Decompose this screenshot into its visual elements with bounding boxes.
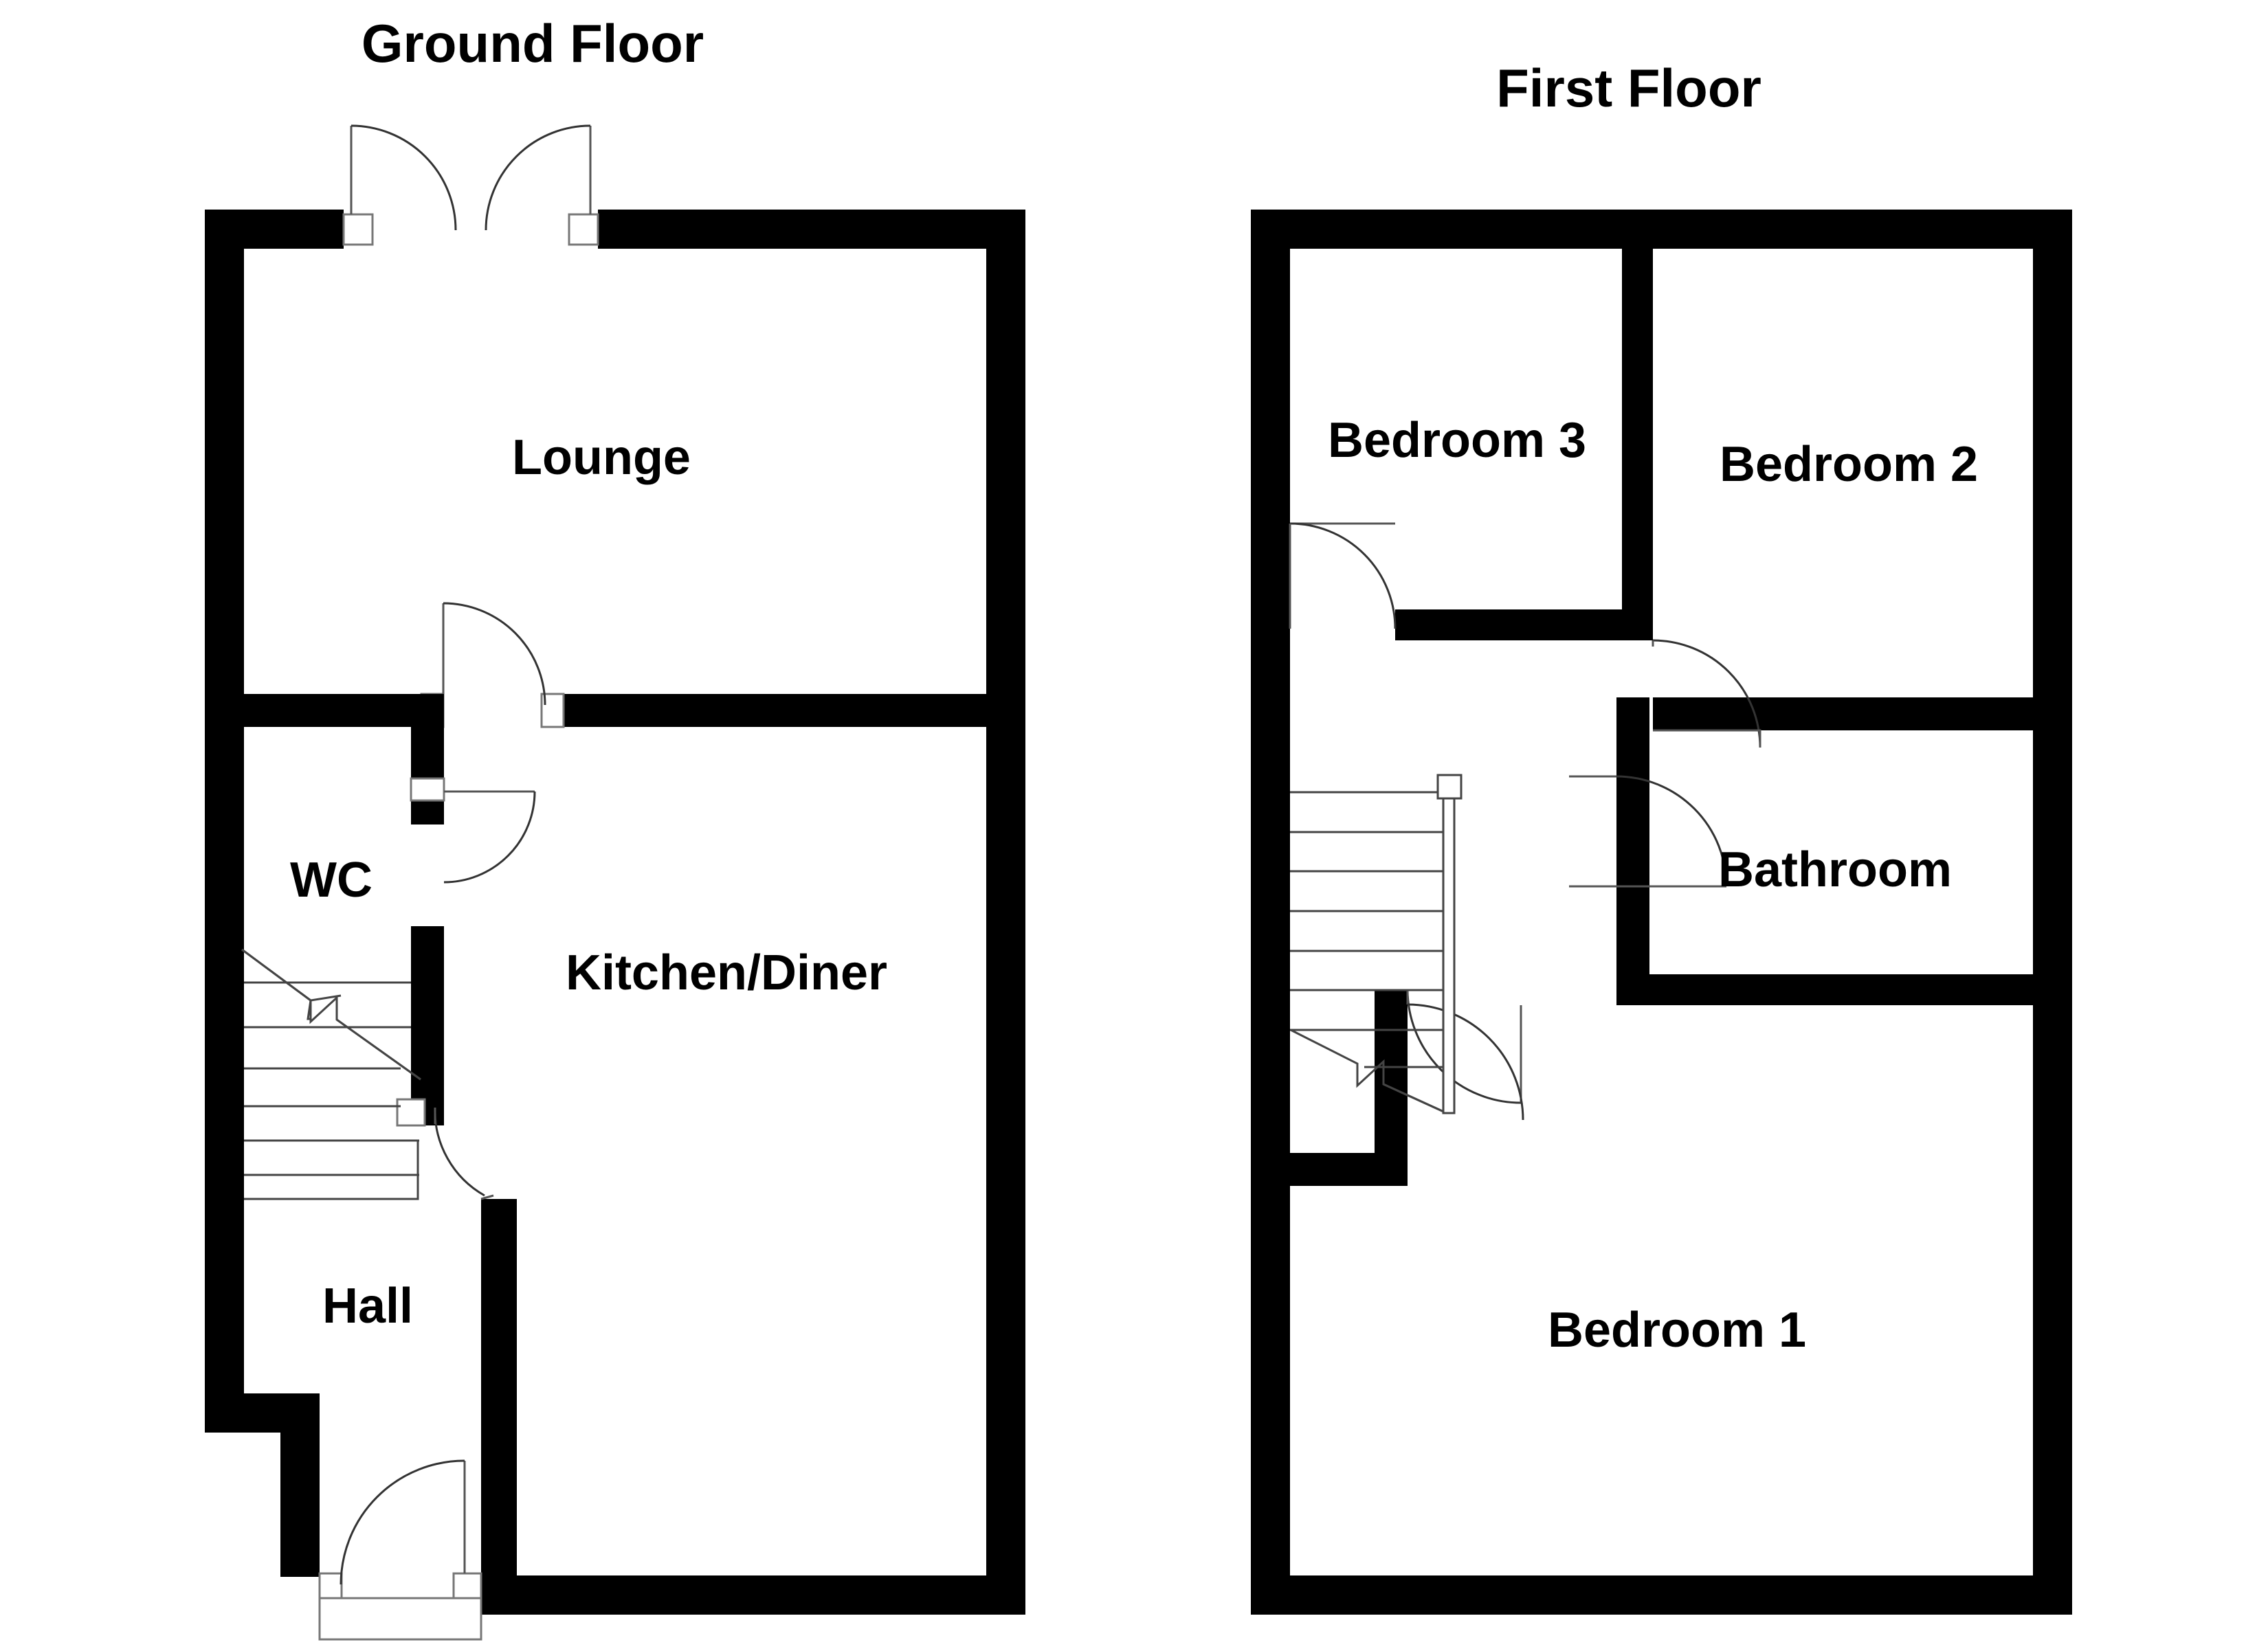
gf-wall-top-left-segment: [205, 210, 344, 249]
ff-wall-bathroom-south: [1649, 974, 2033, 1005]
room-label-bedroom-2: Bedroom 2: [1720, 437, 1978, 492]
first-floor-title: First Floor: [1496, 58, 1761, 118]
gf-lounge-door-arc: [443, 602, 546, 706]
gf-front-door-reveal-left: [318, 1572, 343, 1600]
gf-hall-kitchen-door-leaf: [480, 1194, 494, 1200]
gf-french-door-reveal-right: [568, 213, 599, 246]
room-label-lounge: Lounge: [512, 430, 691, 485]
gf-stair-direction-line-upper: [241, 948, 311, 1002]
room-label-kitchen-diner: Kitchen/Diner: [566, 945, 887, 1000]
ff-stair-break-arrow-upper: [1290, 1029, 1359, 1086]
ff-wall-right: [2033, 210, 2072, 1615]
ground-floor-group: Ground Floor: [205, 13, 1025, 1641]
ff-bed2-door-jamb: [1652, 640, 1761, 748]
room-label-wc: WC: [290, 853, 373, 908]
gf-wall-left-upper: [205, 210, 244, 1433]
gf-wall-right: [986, 210, 1025, 1615]
gf-wc-door-arc: [443, 791, 536, 884]
ff-bathroom-door-jamb-b: [1569, 775, 1616, 888]
ff-wall-left: [1251, 210, 1290, 1615]
gf-stair-nosing-outline: [244, 1174, 419, 1200]
gf-wall-top-right-segment: [598, 210, 1025, 249]
gf-wall-wc-right-upper: [411, 694, 444, 824]
ff-wall-top: [1251, 210, 2072, 249]
first-floor-group: First Floor: [1251, 58, 2072, 1615]
gf-wall-hall-kitchen: [481, 1199, 517, 1575]
gf-front-door-reveal-right: [452, 1572, 482, 1600]
gf-wall-left-lower-jog: [244, 1393, 320, 1433]
gf-front-door-arc: [340, 1459, 465, 1585]
gf-wc-door-reveal-bottom: [396, 1098, 426, 1127]
gf-wall-lounge-kitchen-left: [205, 694, 421, 727]
gf-french-door-arc-left: [351, 124, 457, 231]
gf-stair-direction-line-lower: [336, 1018, 421, 1081]
gf-wall-wc-right-lower: [411, 926, 444, 1125]
ff-bed3-door-arc: [1289, 522, 1397, 629]
gf-wall-left-bottom-stub: [280, 1433, 320, 1577]
ff-bed2-door-arc: [1652, 639, 1761, 748]
gf-french-door-reveal-left: [342, 213, 374, 246]
ff-wall-bottom: [1251, 1575, 2072, 1615]
ff-stair-direction-line-lower: [1383, 1083, 1447, 1114]
room-label-hall: Hall: [322, 1279, 413, 1334]
gf-wall-bottom: [481, 1575, 1025, 1615]
ff-wall-bed2-south: [1653, 697, 2033, 730]
ff-staircase: [1290, 774, 1463, 1114]
ff-bathroom-door-arc: [1616, 775, 1728, 887]
room-label-bedroom-3: Bedroom 3: [1328, 413, 1586, 468]
ff-wall-bed3-south: [1395, 609, 1653, 640]
gf-stair-outline: [244, 1139, 419, 1199]
gf-staircase: [241, 948, 421, 1200]
room-label-bathroom: Bathroom: [1718, 842, 1952, 897]
gf-front-door-step: [318, 1597, 482, 1641]
ff-wall-bathroom-west: [1616, 730, 1649, 1005]
ff-wall-bed3-bed2-divider: [1622, 249, 1653, 640]
ff-stair-balustrade: [1442, 786, 1456, 1114]
ground-floor-title: Ground Floor: [362, 13, 704, 74]
room-label-bedroom-1: Bedroom 1: [1548, 1303, 1806, 1358]
ff-stair-newel-post: [1436, 774, 1463, 800]
gf-wc-door-reveal-top: [410, 777, 445, 802]
gf-french-door-arc-right: [485, 124, 591, 231]
ff-bed1-door-arc-b: [1407, 1003, 1524, 1121]
gf-wall-lounge-kitchen-right: [564, 694, 1025, 727]
ff-wall-landing-south: [1290, 1153, 1408, 1186]
ff-bed1-door-arc: [1406, 989, 1522, 1104]
ff-bed1-door-jamb: [1406, 989, 1522, 1103]
ff-wall-bathroom-north-stub: [1616, 697, 1649, 730]
